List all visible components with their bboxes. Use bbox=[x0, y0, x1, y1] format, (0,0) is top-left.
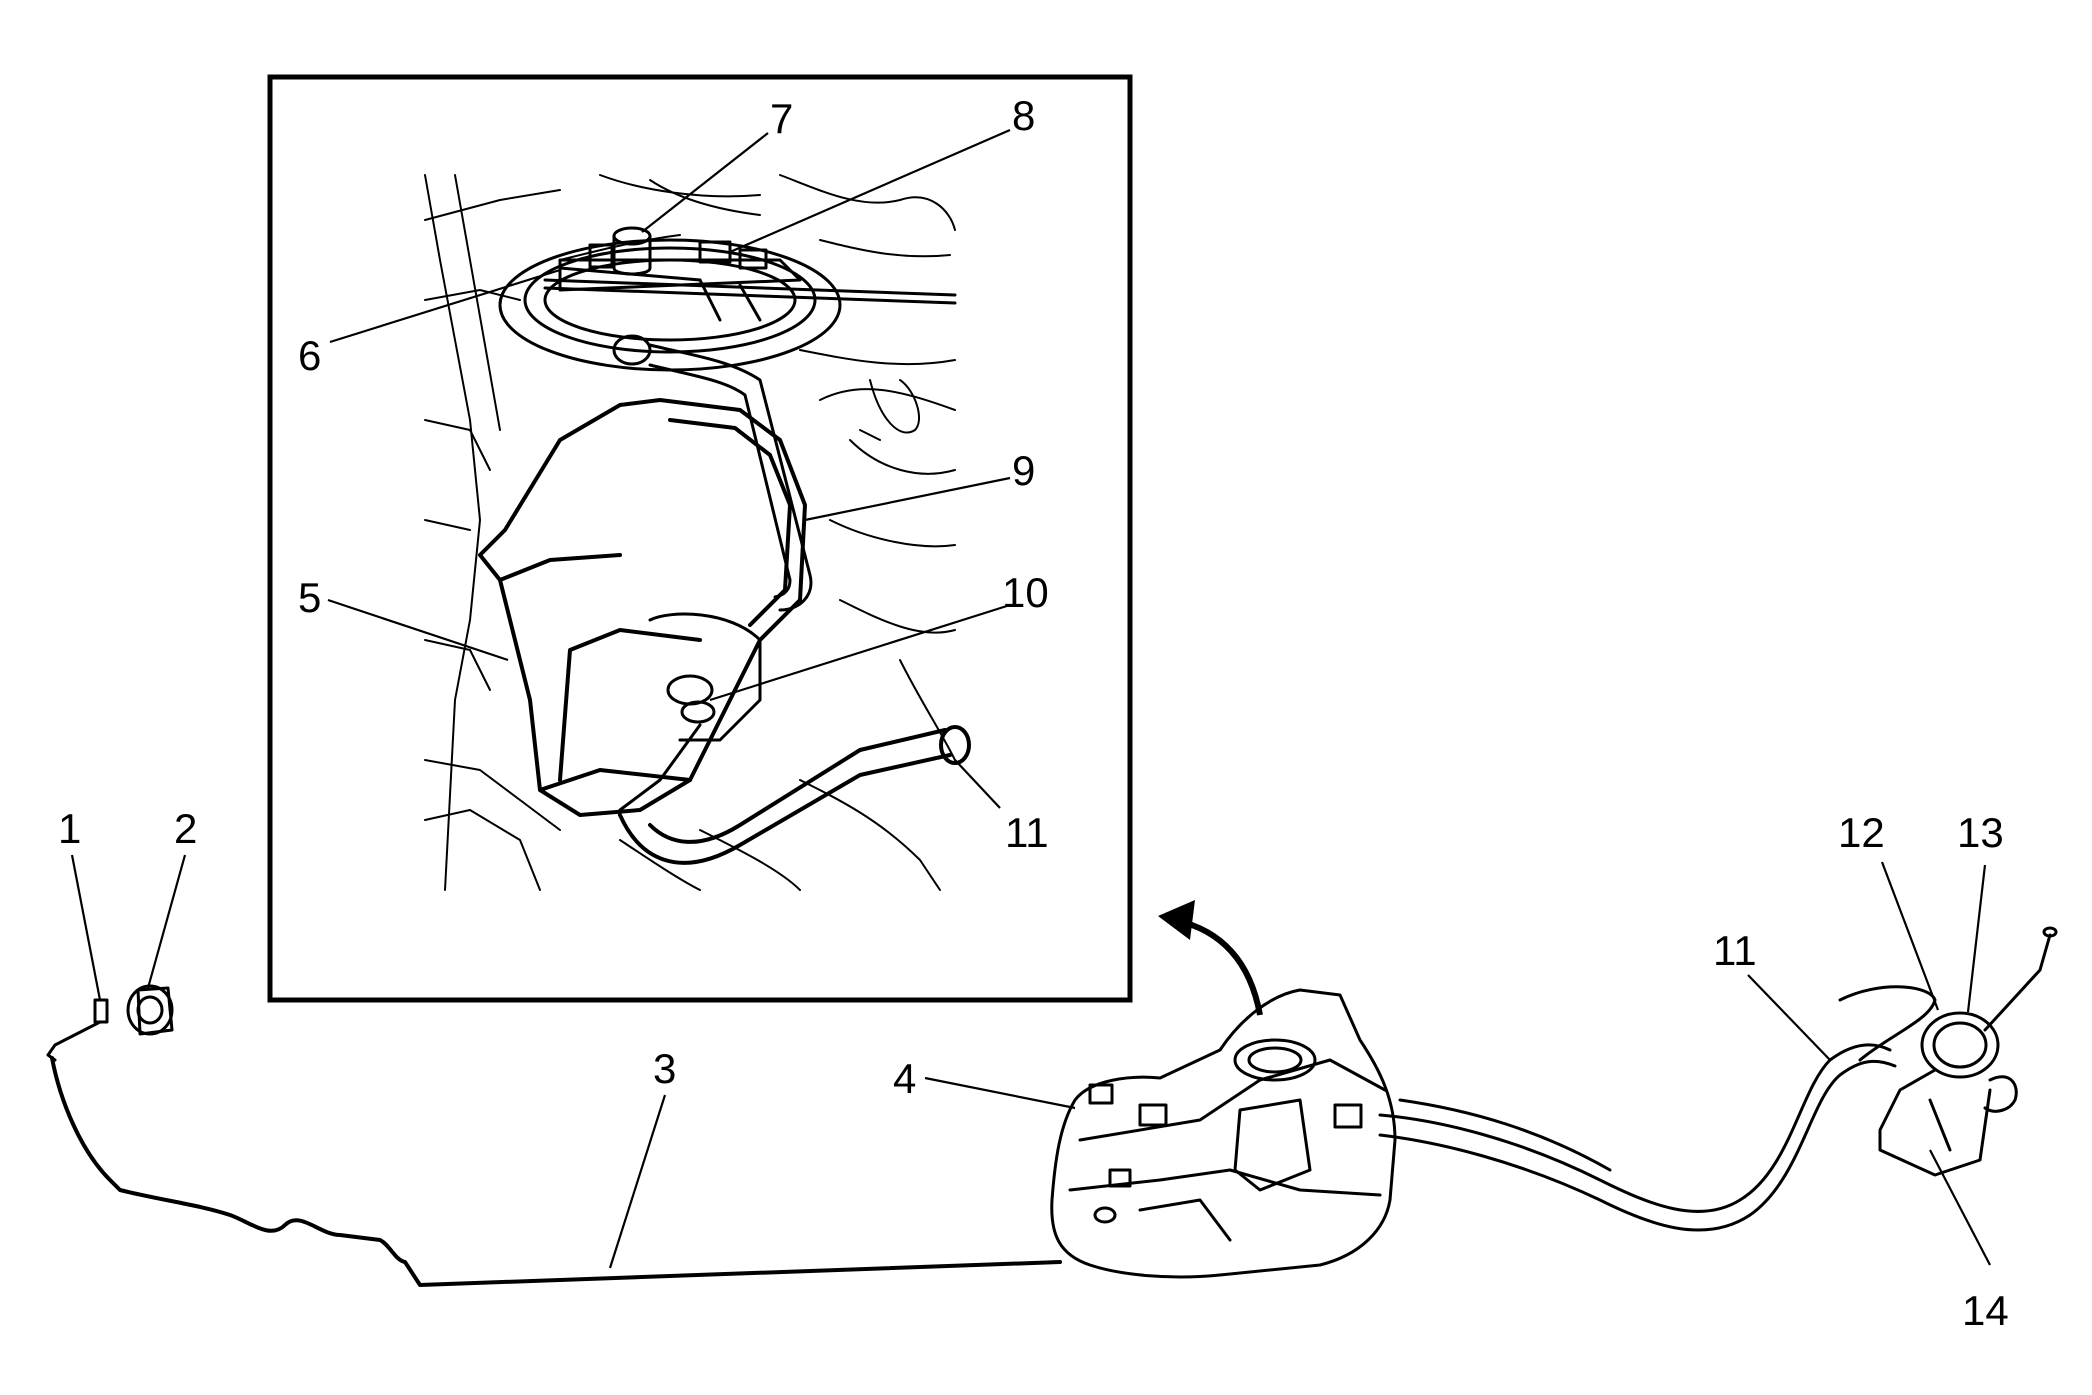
callout-10: 10 bbox=[1002, 569, 1049, 616]
callout-11-main: 11 bbox=[1713, 927, 1757, 974]
callout-11-inset: 11 bbox=[1005, 809, 1049, 856]
fill-hose-11-inset bbox=[618, 725, 971, 865]
callout-12: 12 bbox=[1838, 809, 1885, 856]
callout-7: 7 bbox=[770, 95, 793, 142]
inset-leaders bbox=[327, 128, 1011, 809]
callout-9: 9 bbox=[1012, 447, 1035, 494]
callout-8: 8 bbox=[1012, 92, 1035, 139]
callout-3: 3 bbox=[653, 1045, 676, 1092]
module-lines bbox=[543, 266, 957, 305]
callout-2: 2 bbox=[174, 805, 197, 852]
vent-solenoid-assembly bbox=[46, 984, 174, 1062]
callout-13: 13 bbox=[1957, 809, 2004, 856]
callout-14: 14 bbox=[1962, 1287, 2009, 1334]
evap-pipe-3 bbox=[50, 1056, 1062, 1287]
fill-hose-11-main bbox=[1378, 985, 1937, 1232]
main-leaders bbox=[70, 854, 1991, 1269]
canister-port bbox=[618, 612, 762, 812]
detail-arrow bbox=[1158, 900, 1263, 1016]
callout-4: 4 bbox=[893, 1055, 916, 1102]
inset-frame bbox=[267, 74, 1133, 1003]
evap-canister bbox=[478, 398, 807, 817]
callout-labels: 1 2 3 4 5 6 7 8 9 10 11 11 12 13 14 bbox=[58, 92, 2009, 1334]
callout-5: 5 bbox=[298, 574, 321, 621]
callout-6: 6 bbox=[298, 332, 321, 379]
filler-neck-assembly bbox=[1878, 926, 2058, 1177]
inset-detail-view bbox=[267, 74, 1133, 1003]
fuel-tank bbox=[1050, 988, 1397, 1279]
callout-1: 1 bbox=[58, 805, 81, 852]
